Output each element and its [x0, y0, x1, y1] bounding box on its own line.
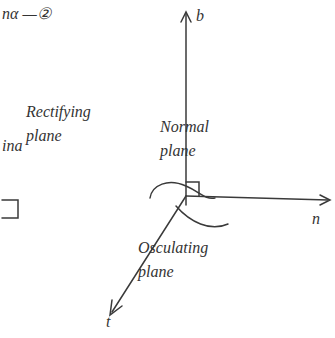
arrow-head — [181, 12, 191, 22]
box-fragment — [2, 200, 18, 218]
axis-label: n — [312, 207, 332, 231]
plane-label: Osculating plane — [138, 236, 216, 284]
equation-fragment: nα —② — [2, 2, 92, 26]
text-fragment: ina — [2, 134, 42, 158]
arrow-head — [320, 195, 330, 205]
plane-label: Rectifying plane — [26, 100, 104, 148]
curve — [150, 183, 215, 199]
plane-label: Normal plane — [160, 115, 240, 163]
leader-line — [176, 206, 228, 227]
arrow-head — [110, 300, 122, 315]
axis-label: t — [106, 310, 126, 334]
binormal-axis — [185, 14, 187, 205]
axis-label: b — [196, 4, 216, 28]
